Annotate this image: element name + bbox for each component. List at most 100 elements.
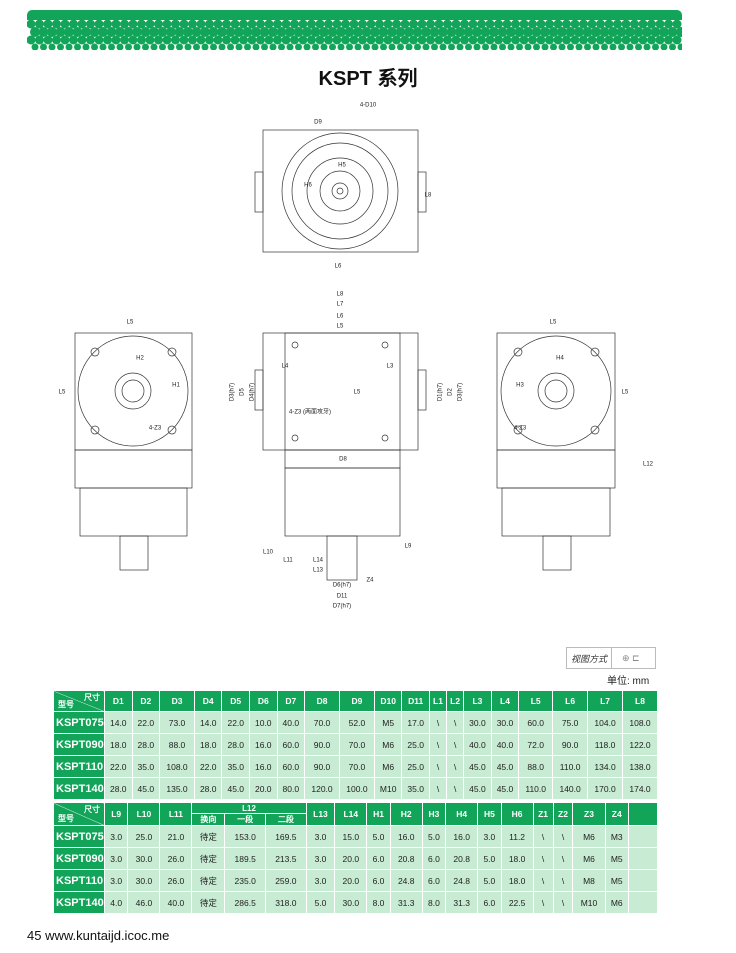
table-cell: 189.5 bbox=[224, 847, 267, 870]
table-cell: 18.0 bbox=[193, 733, 223, 756]
table-cell: 21.0 bbox=[159, 825, 193, 848]
table-cell: 70.0 bbox=[338, 755, 375, 778]
empty-cell bbox=[628, 891, 658, 914]
dimension-label: 4-Z3 bbox=[514, 426, 527, 432]
footer-page-url: 45 www.kuntaijd.icoc.me bbox=[27, 928, 170, 943]
table-cell: 45.0 bbox=[490, 777, 520, 800]
table-cell: H5 bbox=[477, 802, 502, 826]
dimension-label: L11 bbox=[283, 558, 293, 564]
table-cell: M10 bbox=[572, 891, 606, 914]
table-cell: 72.0 bbox=[518, 733, 554, 756]
table-cell: 24.8 bbox=[445, 869, 479, 892]
dimension-label: L5 bbox=[354, 390, 361, 396]
empty-cell bbox=[628, 847, 658, 870]
dimension-label: D7(h7) bbox=[333, 604, 351, 610]
dimension-label: H2 bbox=[136, 356, 144, 362]
table-cell: 40.0 bbox=[463, 733, 492, 756]
table-cell: 45.0 bbox=[463, 755, 492, 778]
table-cell: 5.0 bbox=[366, 825, 391, 848]
table-cell: \ bbox=[446, 755, 465, 778]
table-cell: M6 bbox=[373, 755, 403, 778]
table-cell: 16.0 bbox=[445, 825, 479, 848]
table-cell: M8 bbox=[572, 869, 606, 892]
table-cell: L4 bbox=[490, 690, 520, 712]
table-cell: H1 bbox=[366, 802, 391, 826]
table-cell: D8 bbox=[304, 690, 340, 712]
dimension-label: D8 bbox=[339, 457, 347, 463]
table-cell: 134.0 bbox=[587, 755, 624, 778]
table-cell: 70.0 bbox=[304, 711, 340, 734]
table-cell: 28.0 bbox=[193, 777, 223, 800]
table-cell: L2 bbox=[446, 690, 465, 712]
table-cell: 100.0 bbox=[338, 777, 375, 800]
dimension-label: L9 bbox=[405, 544, 412, 550]
table-cell: Z2 bbox=[552, 802, 574, 826]
table-cell: \ bbox=[446, 733, 465, 756]
table-cell: M6 bbox=[373, 733, 403, 756]
table-cell: 6.0 bbox=[366, 869, 391, 892]
table-cell: 18.0 bbox=[500, 869, 534, 892]
dimension-label: L5 bbox=[550, 320, 557, 326]
table-cell: 5.0 bbox=[421, 825, 447, 848]
table-cell: 75.0 bbox=[552, 711, 589, 734]
table-cell: 30.0 bbox=[127, 847, 161, 870]
table-cell: 22.0 bbox=[221, 711, 250, 734]
table-cell: 3.0 bbox=[305, 847, 336, 870]
table-cell: 31.3 bbox=[389, 891, 423, 914]
table-cell: \ bbox=[532, 891, 554, 914]
dimension-label: L5 bbox=[622, 390, 629, 396]
table-cell: D7 bbox=[276, 690, 306, 712]
table-cell: Z3 bbox=[572, 802, 606, 826]
table-cell: L13 bbox=[305, 802, 336, 826]
table-cell: 28.0 bbox=[131, 733, 161, 756]
table-cell: \ bbox=[428, 755, 448, 778]
table-cell: 28.0 bbox=[104, 777, 133, 800]
table-cell: 30.0 bbox=[490, 711, 520, 734]
dimension-label: D6(h7) bbox=[333, 583, 351, 589]
dimension-label: H4 bbox=[556, 356, 564, 362]
table-cell: 16.0 bbox=[249, 733, 278, 756]
table-cell: M10 bbox=[373, 777, 403, 800]
empty-cell bbox=[628, 869, 658, 892]
table-cell: 22.0 bbox=[131, 711, 161, 734]
dimension-label: L5 bbox=[127, 320, 134, 326]
table-cell: L5 bbox=[518, 690, 554, 712]
table-cell: 3.0 bbox=[103, 825, 129, 848]
dimension-label: D1(h7) bbox=[438, 383, 444, 401]
table-cell: M5 bbox=[373, 711, 403, 734]
dimension-label: L3 bbox=[387, 364, 394, 370]
right-view-drawing bbox=[496, 332, 616, 571]
table-cell: H3 bbox=[421, 802, 447, 826]
dimension-label: 4-D10 bbox=[360, 103, 377, 109]
table-cell: 6.0 bbox=[477, 891, 502, 914]
left-view-drawing bbox=[74, 332, 193, 571]
table-cell: M6 bbox=[572, 847, 606, 870]
dimension-label: L13 bbox=[313, 568, 324, 574]
dimension-label: L8 bbox=[337, 292, 344, 298]
unit-label: 单位: mm bbox=[607, 676, 650, 687]
table-cell: D2 bbox=[131, 690, 161, 712]
top-view-drawing bbox=[254, 129, 427, 253]
table-cell: H2 bbox=[389, 802, 423, 826]
table-cell: 5.0 bbox=[305, 891, 336, 914]
table-cell: 20.0 bbox=[334, 869, 368, 892]
table-cell: 14.0 bbox=[104, 711, 133, 734]
table-cell: M5 bbox=[604, 847, 630, 870]
table-cell: \ bbox=[552, 825, 574, 848]
table-cell: 45.0 bbox=[463, 777, 492, 800]
dimension-label: H1 bbox=[172, 383, 180, 389]
table-cell: 26.0 bbox=[159, 869, 193, 892]
table-cell: 104.0 bbox=[587, 711, 624, 734]
table-cell: M6 bbox=[604, 891, 630, 914]
table-cell: 60.0 bbox=[518, 711, 554, 734]
table-cell: \ bbox=[552, 891, 574, 914]
table-cell: 待定 bbox=[191, 847, 226, 870]
table-cell: 待定 bbox=[191, 825, 226, 848]
